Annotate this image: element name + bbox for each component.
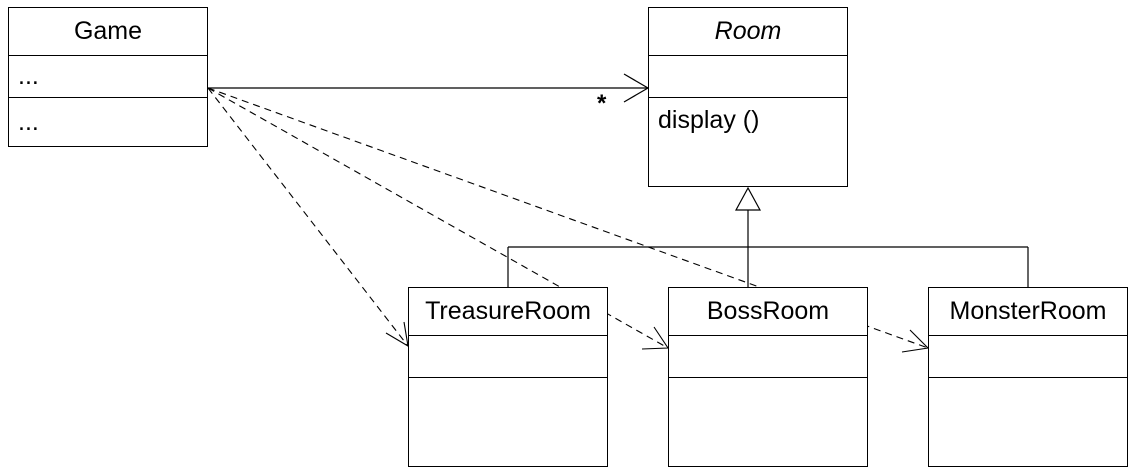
class-game-attributes-text: ... [18, 62, 39, 90]
class-treasure-room-name-text: TreasureRoom [425, 297, 591, 325]
association-game-room [208, 73, 650, 103]
generalization-tree [507, 186, 1029, 288]
class-game-operations-text: ... [18, 108, 39, 136]
class-monster-room-operations [929, 378, 1127, 466]
class-room-operations-text: display () [658, 106, 760, 134]
class-treasure-room-attributes [409, 336, 607, 378]
dependency-game-treasureroom [207, 87, 409, 348]
class-treasure-room-name: TreasureRoom [409, 288, 607, 336]
association-multiplicity: * [597, 90, 607, 117]
class-game-name: Game [9, 8, 207, 56]
class-room-operations: display () [649, 98, 847, 186]
class-room-attributes [649, 56, 847, 98]
class-game[interactable]: Game ... ... [8, 7, 208, 147]
class-monster-room[interactable]: MonsterRoom [928, 287, 1128, 467]
class-monster-room-name: MonsterRoom [929, 288, 1127, 336]
class-boss-room-name-text: BossRoom [706, 297, 830, 325]
class-room-name-text: Room [714, 17, 782, 45]
class-game-name-text: Game [73, 17, 143, 45]
class-boss-room-name: BossRoom [669, 288, 867, 336]
class-room[interactable]: Room display () [648, 7, 848, 187]
class-monster-room-name-text: MonsterRoom [949, 297, 1107, 325]
class-boss-room-attributes [669, 336, 867, 378]
class-monster-room-attributes [929, 336, 1127, 378]
class-treasure-room-operations [409, 378, 607, 466]
class-game-attributes: ... [9, 56, 207, 98]
class-room-name: Room [649, 8, 847, 56]
class-treasure-room[interactable]: TreasureRoom [408, 287, 608, 467]
class-game-operations: ... [9, 98, 207, 146]
class-boss-room[interactable]: BossRoom [668, 287, 868, 467]
class-boss-room-operations [669, 378, 867, 466]
